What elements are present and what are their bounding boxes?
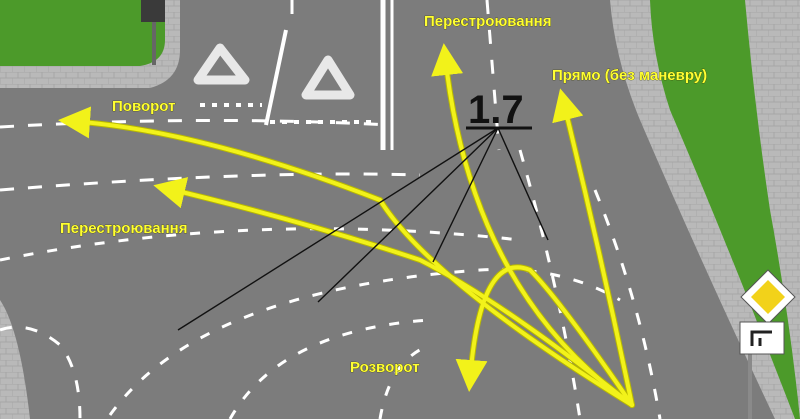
u-turn-label: Розворот [350, 359, 420, 376]
turn-label: Поворот [112, 98, 175, 115]
yield-triangle-icon [193, 43, 355, 100]
bottom-left-sidewalk [0, 300, 30, 419]
lane-change-left-label: Перестроювання [60, 220, 188, 237]
marking-code-label: 1.7 [468, 88, 524, 132]
marking-pointer-lines [177, 127, 549, 331]
priority-road-sign-icon [740, 269, 796, 419]
lane-change-top-label: Перестроювання [424, 13, 552, 30]
turn-arrow [58, 106, 634, 407]
top-left-block [0, 0, 180, 88]
sign-post-top [141, 0, 165, 65]
maneuver-arrows [58, 43, 635, 408]
straight-arrow [552, 88, 634, 407]
road-markings [0, 0, 662, 419]
u-turn-arrow [455, 265, 634, 407]
straight-label: Прямо (без маневру) [552, 67, 707, 84]
lane-change-top-arrow [431, 43, 634, 407]
main-road-direction-sign-icon [739, 321, 785, 355]
lane-change-left-arrow [153, 177, 634, 407]
